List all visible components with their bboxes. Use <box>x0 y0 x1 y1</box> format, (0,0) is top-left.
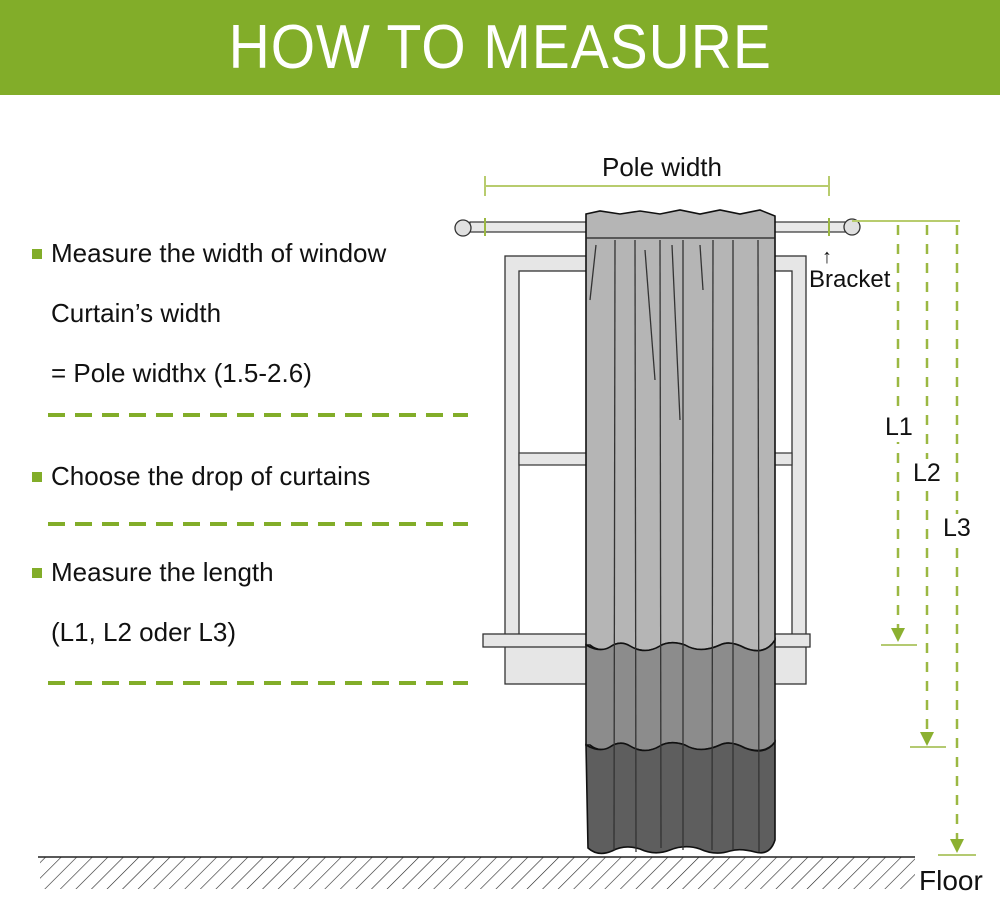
step-measure-length: Measure the length <box>32 557 274 588</box>
step-label: Measure the length <box>51 557 274 587</box>
dashed-divider <box>48 522 468 526</box>
length-options-text: (L1, L2 oder L3) <box>51 617 237 647</box>
step-choose-drop: Choose the drop of curtains <box>32 461 370 492</box>
curtain-width-formula: = Pole widthx (1.5-2.6) <box>51 358 312 388</box>
pole-width-label: Pole width <box>602 152 722 182</box>
length-label-l1: L1 <box>885 413 913 442</box>
bracket-label: Bracket <box>809 266 891 293</box>
header-banner: HOW TO MEASURE <box>0 0 1000 95</box>
pole-width-measure <box>484 176 830 196</box>
floor-label: Floor <box>919 865 983 896</box>
square-bullet-icon <box>32 567 42 578</box>
dashed-divider <box>48 413 468 417</box>
dashed-divider <box>48 681 468 685</box>
length-label-l2: L2 <box>913 459 941 488</box>
step-label: Measure the width of window <box>51 238 387 268</box>
bracket-arrow-icon: ↑ <box>822 246 832 268</box>
floor <box>0 856 915 889</box>
curtain <box>585 209 776 855</box>
curtain-width-text: Curtain’s width <box>51 298 222 328</box>
length-label-l3: L3 <box>943 514 971 543</box>
page-title: HOW TO MEASURE <box>228 13 772 82</box>
step-label: Choose the drop of curtains <box>51 461 371 491</box>
square-bullet-icon <box>32 471 42 482</box>
square-bullet-icon <box>32 248 42 259</box>
step-measure-width: Measure the width of window <box>32 238 386 269</box>
